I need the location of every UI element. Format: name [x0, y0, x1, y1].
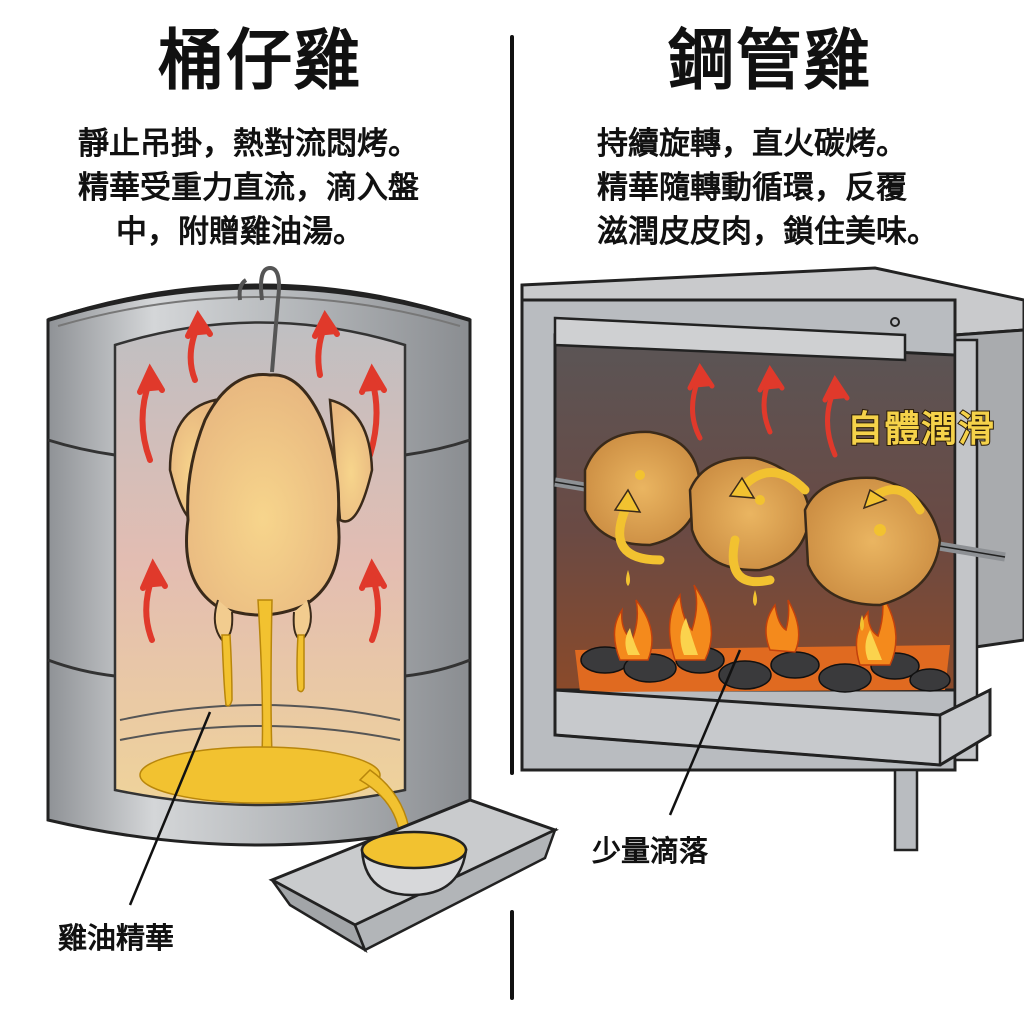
chicken-oil-label: 雞油精華	[58, 921, 175, 955]
left-description-line: 靜止吊掛，熱對流悶烤。	[78, 126, 419, 162]
heat-arrow-icon	[137, 310, 387, 643]
left-description: 靜止吊掛，熱對流悶烤。 精華受重力直流，滴入盤 中，附贈雞油湯。	[78, 122, 419, 254]
panel-divider-bottom	[510, 910, 514, 1000]
right-description-line: 精華隨轉動循環，反覆	[597, 170, 907, 206]
oil-drip-icon	[139, 599, 411, 836]
oil-pool	[139, 746, 381, 804]
oil-callout-line	[128, 711, 212, 906]
panel-divider-top	[510, 35, 514, 775]
right-description-line: 持續旋轉，直火碳烤。	[597, 126, 907, 162]
roast-chicken-icon	[583, 430, 942, 607]
left-description-line: 精華受重力直流，滴入盤	[78, 170, 419, 206]
self-basting-label: 自體潤滑	[846, 408, 996, 451]
left-description-line: 中，附贈雞油湯。	[116, 214, 364, 250]
right-description: 持續旋轉，直火碳烤。 精華隨轉動循環，反覆 滋潤皮皮肉，鎖住美味。	[597, 122, 938, 254]
hook-icon	[259, 265, 281, 373]
chicken-icon	[168, 373, 374, 642]
left-title: 桶仔雞	[158, 22, 362, 99]
right-title: 鋼管雞	[668, 22, 872, 99]
bowl-icon	[360, 830, 468, 897]
right-description-line: 滋潤皮皮肉，鎖住美味。	[597, 214, 938, 250]
little-drip-label: 少量滴落	[592, 834, 709, 868]
drip-callout-line	[668, 649, 742, 816]
